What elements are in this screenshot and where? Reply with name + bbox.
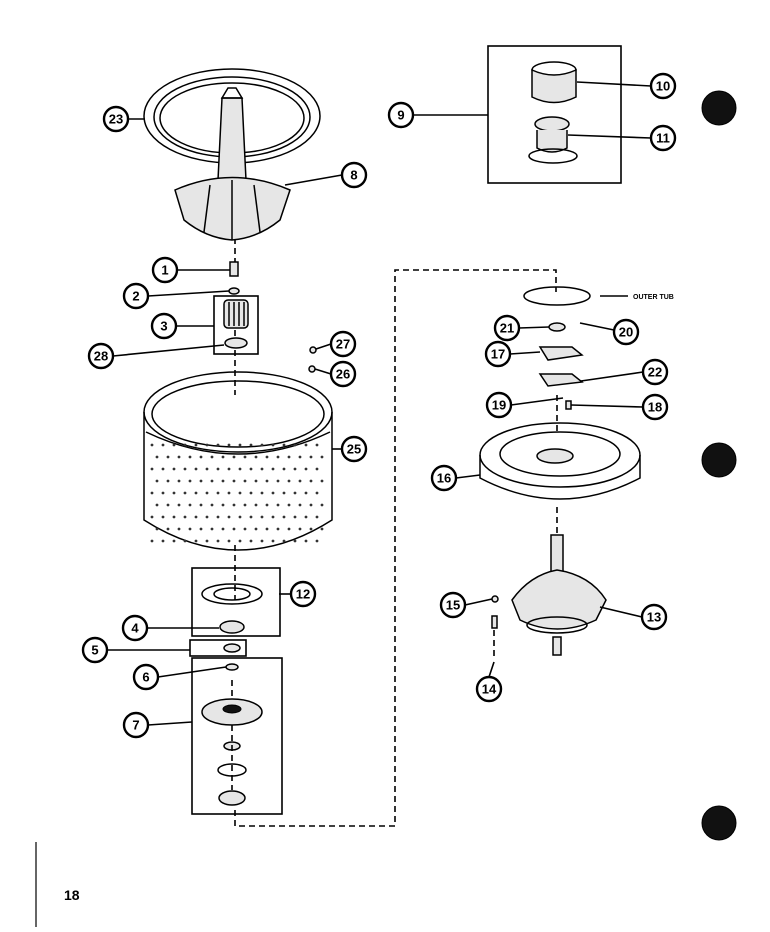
callout-26: 26 [329, 360, 357, 388]
transmission-drawing [491, 534, 607, 660]
callout-19: 19 [485, 391, 513, 419]
svg-text:20: 20 [619, 325, 633, 340]
callout-10: 10 [649, 72, 677, 100]
callout-3: 3 [150, 312, 178, 340]
svg-text:4: 4 [131, 621, 139, 636]
callout-2: 2 [122, 282, 150, 310]
binder-hole-top [701, 90, 737, 126]
drive-block-drawing [223, 299, 249, 349]
svg-text:27: 27 [336, 337, 350, 352]
svg-text:9: 9 [397, 108, 404, 123]
callout-11: 11 [649, 124, 677, 152]
svg-text:19: 19 [492, 398, 506, 413]
binder-hole-middle [701, 442, 737, 478]
callout-16: 16 [430, 464, 458, 492]
callout-17: 17 [484, 340, 512, 368]
callout-8: 8 [340, 161, 368, 189]
part-3-group-box [213, 295, 259, 355]
basket-perforations [150, 443, 324, 543]
bolt-and-washer-drawing [228, 261, 240, 295]
svg-text:2: 2 [132, 289, 139, 304]
svg-text:10: 10 [656, 79, 670, 94]
callout-5: 5 [81, 636, 109, 664]
svg-text:22: 22 [648, 365, 662, 380]
callout-13: 13 [640, 603, 668, 631]
binder-hole-bottom [701, 805, 737, 841]
callout-22: 22 [641, 358, 669, 386]
callout-12: 12 [289, 580, 317, 608]
part-12-group-box [191, 567, 281, 637]
callout-4: 4 [121, 614, 149, 642]
callout-28: 28 [87, 342, 115, 370]
callout-1: 1 [151, 256, 179, 284]
part-5-group-box [189, 639, 247, 657]
svg-text:23: 23 [109, 112, 123, 127]
spin-basket-drawing [143, 371, 333, 551]
svg-text:16: 16 [437, 471, 451, 486]
outer-tub-label: OUTER TUB [633, 294, 674, 301]
callout-14: 14 [475, 675, 503, 703]
callout-20: 20 [612, 318, 640, 346]
svg-text:15: 15 [446, 598, 460, 613]
agitator-drawing [143, 68, 321, 241]
svg-text:11: 11 [656, 131, 670, 146]
pulley-drawing [479, 422, 641, 535]
seal-drawings [528, 61, 578, 164]
lower-bearing-drawings [201, 583, 263, 806]
callout-21: 21 [493, 314, 521, 342]
callout-23: 23 [102, 105, 130, 133]
callout-27: 27 [329, 330, 357, 358]
callout-15: 15 [439, 591, 467, 619]
callout-25: 25 [340, 435, 368, 463]
callout-18: 18 [641, 393, 669, 421]
svg-text:28: 28 [94, 349, 108, 364]
mechanism-upper-drawing [523, 286, 591, 435]
svg-text:6: 6 [142, 670, 149, 685]
svg-text:13: 13 [647, 610, 661, 625]
page-number: 18 [64, 887, 80, 903]
svg-text:1: 1 [161, 263, 168, 278]
svg-text:7: 7 [132, 718, 139, 733]
callout-6: 6 [132, 663, 160, 691]
callout-9: 9 [387, 101, 415, 129]
svg-text:25: 25 [347, 442, 361, 457]
svg-text:3: 3 [160, 319, 167, 334]
svg-text:26: 26 [336, 367, 350, 382]
part-7-group-box [191, 657, 283, 815]
svg-text:17: 17 [491, 347, 505, 362]
svg-text:18: 18 [648, 400, 662, 415]
svg-text:14: 14 [482, 682, 497, 697]
assembly-connector-line [234, 269, 557, 827]
svg-text:8: 8 [350, 168, 357, 183]
svg-text:12: 12 [296, 587, 310, 602]
svg-text:5: 5 [91, 643, 98, 658]
callout-7: 7 [122, 711, 150, 739]
svg-text:21: 21 [500, 321, 514, 336]
